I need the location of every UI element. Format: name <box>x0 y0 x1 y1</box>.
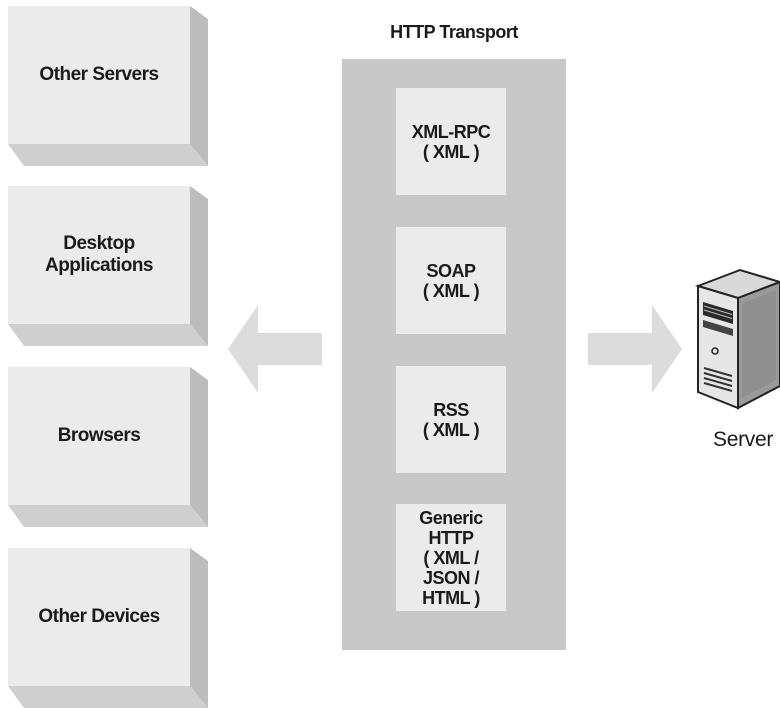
protocol-box-soap: SOAP ( XML ) <box>396 227 506 334</box>
protocol-label: Generic HTTP ( XML / JSON / HTML ) <box>419 507 483 608</box>
client-box-other-servers: Other Servers <box>8 6 208 166</box>
client-box-bottom-shade <box>8 686 208 708</box>
arrow-right-icon <box>588 305 682 393</box>
protocol-box-generic-http: Generic HTTP ( XML / JSON / HTML ) <box>396 504 506 611</box>
client-label: Other Devices <box>38 606 160 627</box>
client-box-side-shade <box>190 186 208 346</box>
protocol-label: XML-RPC ( XML ) <box>411 121 491 162</box>
protocol-box-xml-rpc: XML-RPC ( XML ) <box>396 88 506 195</box>
client-box-face: Desktop Applications <box>8 186 190 324</box>
client-box-side-shade <box>190 548 208 708</box>
client-box-face: Browsers <box>8 367 190 505</box>
client-box-bottom-shade <box>8 144 208 166</box>
client-label: Other Servers <box>39 64 159 85</box>
arrow-left-icon <box>228 305 322 393</box>
client-label: Desktop Applications <box>44 233 154 276</box>
protocol-label: SOAP ( XML ) <box>422 260 480 301</box>
client-box-side-shade <box>190 367 208 527</box>
client-label: Browsers <box>57 425 141 446</box>
client-box-browsers: Browsers <box>8 367 208 527</box>
client-box-face: Other Servers <box>8 6 190 144</box>
protocol-label: RSS ( XML ) <box>422 399 480 440</box>
server-tower-icon <box>694 268 780 410</box>
protocol-box-rss: RSS ( XML ) <box>396 366 506 473</box>
client-box-side-shade <box>190 6 208 166</box>
client-box-face: Other Devices <box>8 548 190 686</box>
transport-title: HTTP Transport <box>390 22 518 42</box>
client-box-other-devices: Other Devices <box>8 548 208 708</box>
transport-column: XML-RPC ( XML ) SOAP ( XML ) RSS ( XML )… <box>342 59 566 650</box>
client-box-desktop-applications: Desktop Applications <box>8 186 208 346</box>
client-box-bottom-shade <box>8 324 208 346</box>
server-label: Server <box>713 428 774 451</box>
client-box-bottom-shade <box>8 505 208 527</box>
